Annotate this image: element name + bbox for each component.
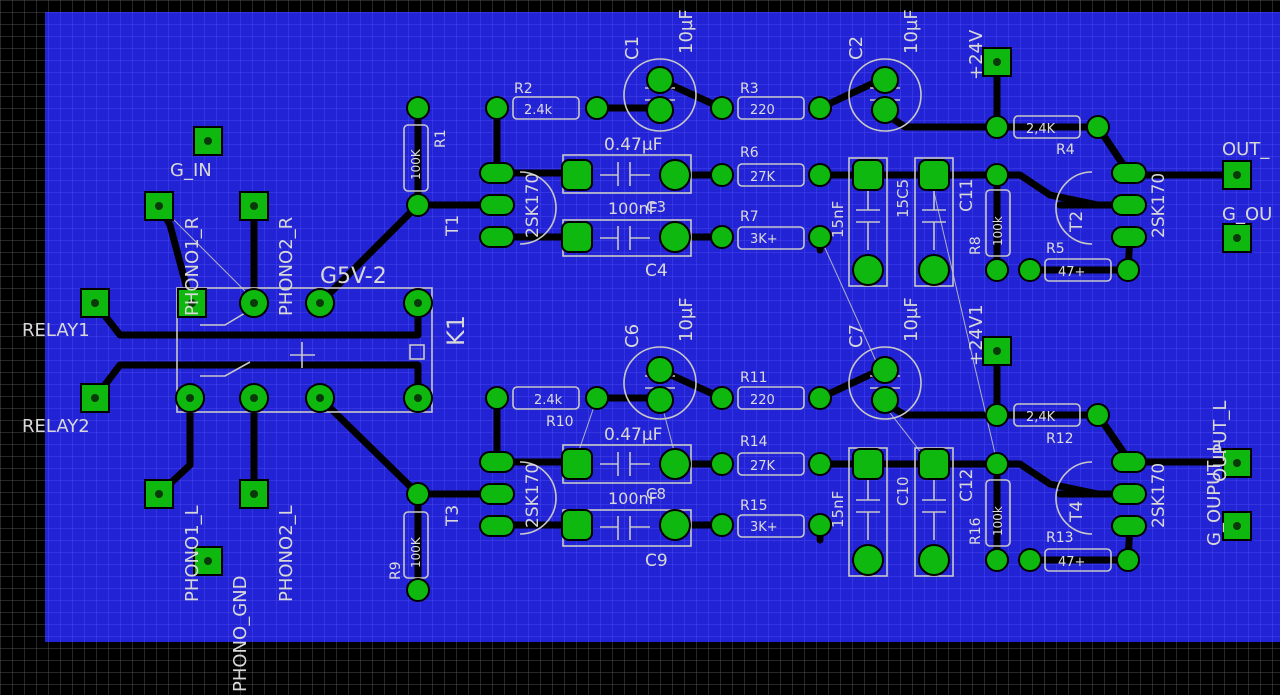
label-r7-ref: R7 — [740, 209, 759, 225]
label-r14-value: 27K — [750, 459, 776, 474]
label-c6-value: 10µF — [676, 297, 697, 342]
label-c1-value: 10µF — [676, 9, 697, 54]
label-t3-part: 2SK170 — [523, 463, 543, 528]
label-r3-ref: R3 — [740, 81, 759, 97]
label-r15-ref: R15 — [740, 498, 768, 514]
label-r10-value: 2.4k — [534, 393, 563, 408]
label-r2-value: 2.4k — [524, 103, 553, 118]
labels: G_IN RELAY1 RELAY2 OUT_ G_OU PHONO1_R PH… — [22, 9, 1272, 692]
label-c2-ref: C2 — [846, 36, 867, 60]
label-phono1-r: PHONO1_R — [182, 217, 203, 316]
label-r14-ref: R14 — [740, 434, 768, 450]
relay-pads — [175, 288, 433, 413]
label-r4-ref: R4 — [1056, 142, 1075, 158]
label-c12-ref: C12 — [957, 468, 977, 502]
label-t1-ref: T1 — [443, 215, 463, 237]
transistor-pads — [479, 162, 1147, 537]
label-r5-ref: R5 — [1046, 241, 1065, 257]
label-r6-ref: R6 — [740, 145, 759, 161]
label-relay-ref: K1 — [442, 315, 470, 346]
label-c8-value: 0.47µF — [604, 425, 662, 445]
label-r1-value: 100K — [409, 148, 423, 180]
label-c11-ref: C11 — [957, 178, 977, 212]
label-c7-ref: C7 — [846, 324, 867, 348]
label-c4-ref: C4 — [645, 261, 668, 281]
label-r9-ref: R9 — [388, 561, 404, 580]
label-r11-ref: R11 — [740, 370, 768, 386]
label-phono1-l: PHONO1_L — [182, 505, 203, 602]
drill-holes — [91, 58, 1241, 565]
label-t4-part: 2SK170 — [1149, 463, 1169, 528]
label-r12-ref: R12 — [1046, 431, 1074, 447]
label-c5-ref: 15C5 — [894, 179, 912, 218]
round-pads — [406, 66, 1140, 602]
label-r12-value: 2,4K — [1026, 410, 1056, 425]
label-out: OUT_ — [1222, 139, 1270, 160]
label-r5-value: 47+ — [1058, 265, 1085, 280]
label-relay2: RELAY2 — [22, 416, 90, 437]
label-24v: +24V — [966, 29, 987, 80]
label-relay-name: G5V-2 — [320, 264, 387, 289]
label-r16-value: 100k — [991, 506, 1005, 536]
label-t2-ref: T2 — [1067, 211, 1087, 233]
label-c9-value: 100nF — [608, 489, 658, 508]
label-c5-value: 15nF — [829, 201, 847, 238]
label-r11-value: 220 — [750, 393, 775, 408]
label-c4-value: 100nF — [608, 199, 658, 218]
label-t1-part: 2SK170 — [523, 173, 543, 238]
label-ouput-l: OUPUT_L — [1210, 401, 1231, 482]
label-c6-ref: C6 — [622, 324, 643, 348]
label-c9-ref: C9 — [645, 551, 668, 571]
label-r15-value: 3K+ — [750, 520, 778, 535]
label-r1-ref: R1 — [433, 129, 449, 148]
label-r4-value: 2,4K — [1026, 122, 1056, 137]
label-r2-ref: R2 — [514, 81, 533, 97]
label-r8-value: 100k — [991, 216, 1005, 246]
label-c3-value: 0.47µF — [604, 135, 662, 155]
label-g-ouput-l: G_OUPUT_L — [1204, 442, 1225, 546]
label-phono2-l: PHONO2_L — [276, 505, 297, 602]
label-c1-ref: C1 — [622, 36, 643, 60]
label-phono2-r: PHONO2_R — [276, 217, 297, 316]
label-phono-gnd: PHONO_GND — [230, 576, 251, 692]
label-c10-value: 15nF — [829, 491, 847, 528]
label-r7-value: 3K+ — [750, 232, 778, 247]
label-g-out: G_OU — [1222, 204, 1272, 225]
label-c8-ref: C8 — [646, 485, 666, 503]
label-r13-value: 47+ — [1058, 555, 1085, 570]
label-c3-ref: C3 — [646, 198, 666, 216]
relay-outline[interactable] — [176, 287, 433, 413]
label-r8-ref: R8 — [968, 236, 984, 255]
label-r6-value: 27K — [750, 170, 776, 185]
label-relay1: RELAY1 — [22, 320, 90, 341]
label-g-in: G_IN — [170, 160, 212, 181]
label-t2-part: 2SK170 — [1149, 173, 1169, 238]
label-r16-ref: R16 — [968, 517, 984, 545]
label-t4-ref: T4 — [1067, 501, 1087, 523]
label-r13-ref: R13 — [1046, 530, 1074, 546]
label-t3-ref: T3 — [443, 505, 463, 527]
pads[interactable] — [80, 47, 1252, 602]
label-r10-ref: R10 — [546, 414, 574, 430]
label-r9-value: 100K — [409, 536, 423, 568]
label-c2-value: 10µF — [901, 9, 922, 54]
label-c10-ref: C10 — [894, 476, 912, 506]
cap-pads — [561, 159, 950, 576]
label-c7-value: 10µF — [901, 297, 922, 342]
label-24v1: +24V1 — [966, 304, 987, 366]
label-r3-value: 220 — [750, 103, 775, 118]
